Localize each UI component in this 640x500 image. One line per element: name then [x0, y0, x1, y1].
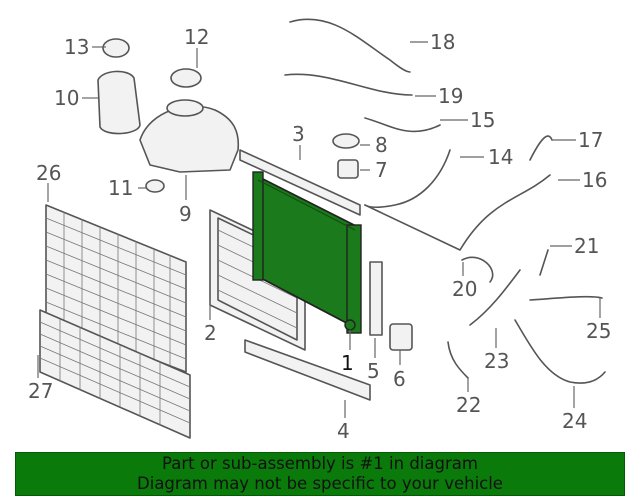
part-13-cap[interactable] — [102, 38, 130, 58]
callout-27[interactable]: 27 — [28, 379, 53, 403]
callout-10[interactable]: 10 — [54, 86, 79, 110]
part-3-seal-strip[interactable] — [239, 149, 361, 216]
part-15-hose[interactable] — [364, 117, 441, 133]
part-17-hose[interactable] — [529, 135, 553, 161]
callout-1[interactable]: 1 — [341, 351, 354, 375]
part-27-air-guide-lower[interactable] — [39, 309, 191, 439]
callout-15[interactable]: 15 — [470, 108, 495, 132]
leader-lines — [37, 41, 601, 418]
callout-8[interactable]: 8 — [375, 133, 388, 157]
part-23-hose[interactable] — [469, 269, 521, 326]
callout-20[interactable]: 20 — [452, 277, 477, 301]
part-16-hose[interactable] — [364, 174, 551, 251]
callout-4[interactable]: 4 — [337, 419, 350, 443]
parts-diagram: 1 2 3 4 5 6 7 8 9 10 11 12 13 14 15 16 1… — [28, 18, 611, 443]
callout-24[interactable]: 24 — [562, 409, 587, 433]
part-1-radiator[interactable] — [252, 171, 362, 334]
callout-25[interactable]: 25 — [586, 319, 611, 343]
part-12-cap[interactable] — [170, 68, 202, 88]
notice-line-1: Part or sub-assembly is #1 in diagram — [162, 454, 478, 473]
callout-22[interactable]: 22 — [456, 393, 481, 417]
part-20-hose[interactable] — [461, 256, 494, 283]
part-6-holder[interactable] — [389, 323, 413, 351]
part-7-mount[interactable] — [337, 159, 359, 179]
part-24-hose[interactable] — [514, 319, 606, 384]
part-19-hose[interactable] — [284, 73, 413, 96]
callout-12[interactable]: 12 — [184, 25, 209, 49]
part-14-hose[interactable] — [364, 149, 451, 209]
part-5-bracket[interactable] — [369, 261, 383, 336]
part-22-hose[interactable] — [447, 341, 469, 379]
callout-14[interactable]: 14 — [488, 145, 513, 169]
callout-21[interactable]: 21 — [574, 234, 599, 258]
part-8-cap[interactable] — [332, 133, 360, 149]
part-21-hose[interactable] — [539, 249, 549, 276]
callout-16[interactable]: 16 — [582, 168, 607, 192]
callout-17[interactable]: 17 — [578, 128, 603, 152]
callout-5[interactable]: 5 — [367, 359, 380, 383]
notice-line-2: Diagram may not be specific to your vehi… — [137, 474, 503, 493]
part-25-hose[interactable] — [529, 295, 603, 301]
part-10-reservoir[interactable] — [97, 70, 141, 135]
callout-18[interactable]: 18 — [430, 30, 455, 54]
callout-23[interactable]: 23 — [484, 349, 509, 373]
callout-6[interactable]: 6 — [393, 367, 406, 391]
callout-13[interactable]: 13 — [64, 35, 89, 59]
part-18-hose[interactable] — [289, 18, 411, 73]
callout-7[interactable]: 7 — [375, 158, 388, 182]
callout-26[interactable]: 26 — [36, 161, 61, 185]
diagram-notice-banner: Part or sub-assembly is #1 in diagram Di… — [15, 452, 625, 496]
callout-9[interactable]: 9 — [179, 202, 192, 226]
part-9-expansion-tank[interactable] — [139, 99, 240, 173]
callout-2[interactable]: 2 — [204, 321, 217, 345]
part-11-grommet[interactable] — [145, 179, 165, 193]
callout-3[interactable]: 3 — [292, 122, 305, 146]
callout-19[interactable]: 19 — [438, 84, 463, 108]
part-4-lower-duct[interactable] — [244, 339, 371, 401]
callout-11[interactable]: 11 — [108, 176, 133, 200]
